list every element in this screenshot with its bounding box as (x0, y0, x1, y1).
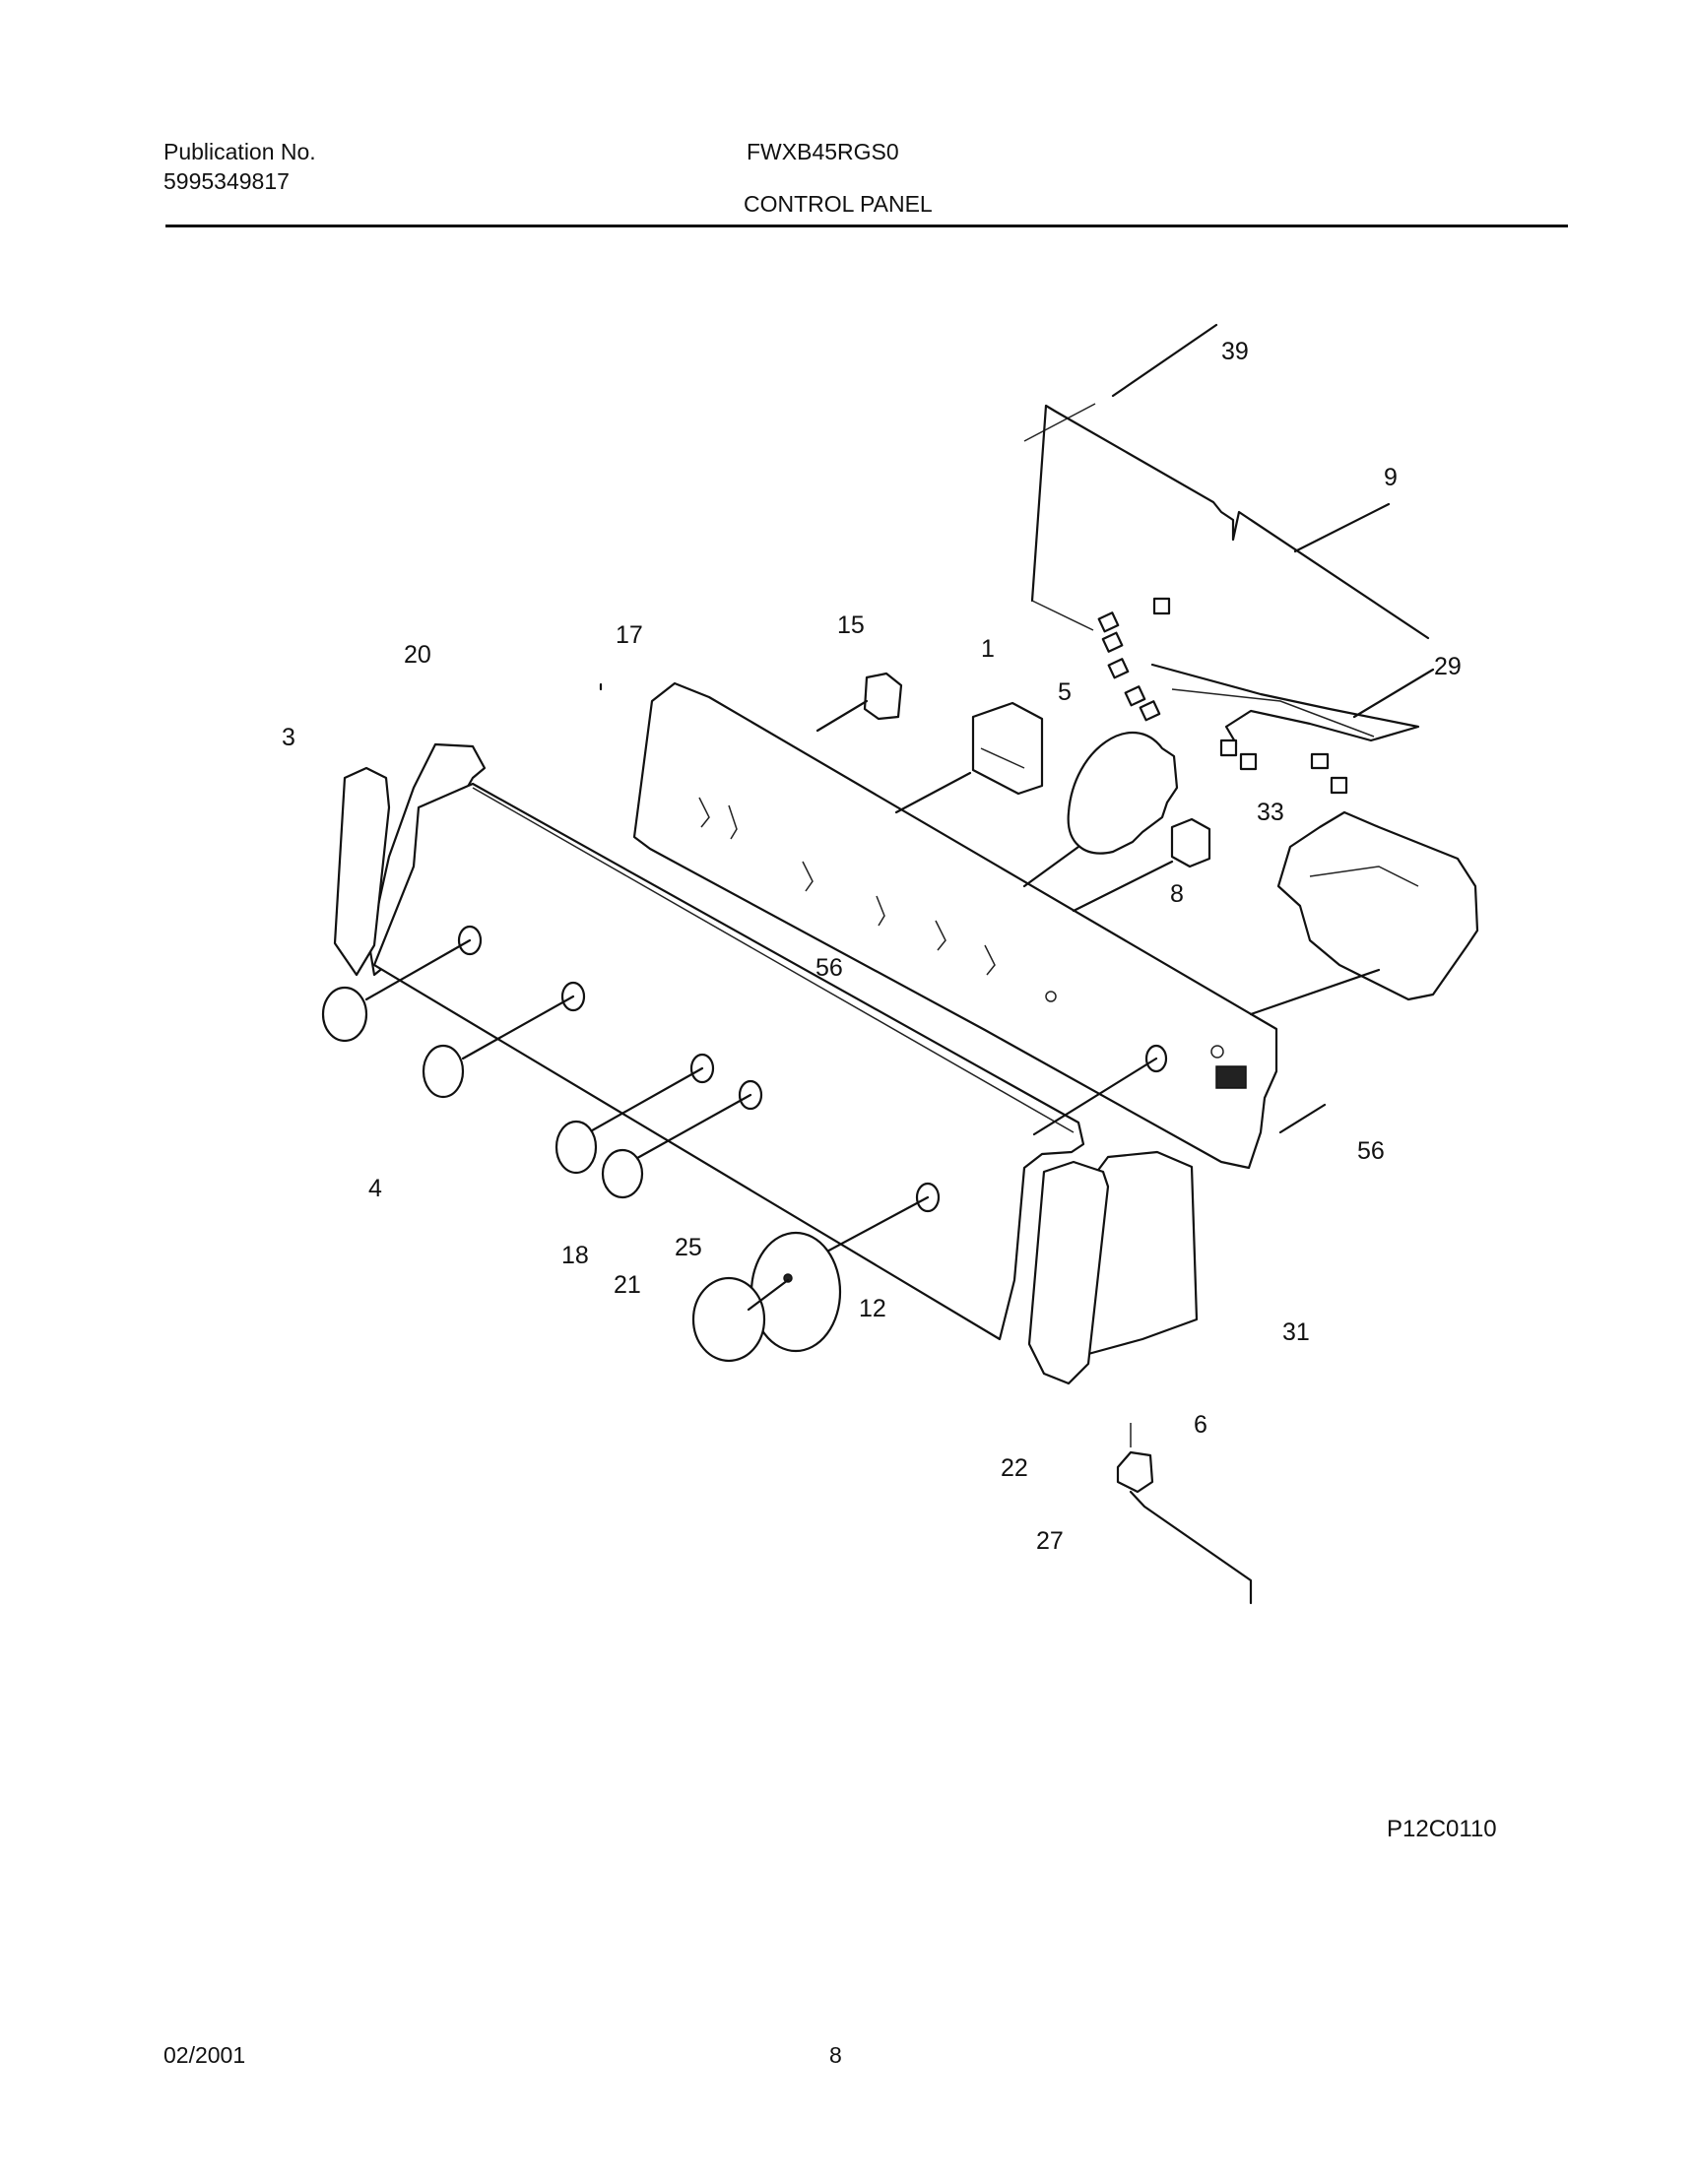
callout-3: 3 (282, 724, 295, 751)
endcap-3 (333, 766, 391, 977)
endcap-31 (1086, 1150, 1199, 1356)
knob-1 (321, 986, 368, 1043)
drawing-code: P12C0110 (1387, 1816, 1497, 1842)
callout-21: 21 (614, 1271, 641, 1299)
motor-33 (1276, 810, 1479, 1001)
callout-27: 27 (1036, 1527, 1064, 1555)
part-6 (1116, 1450, 1154, 1494)
component-1-timer (971, 701, 1044, 796)
callout-20: 20 (404, 641, 431, 669)
section-title: CONTROL PANEL (744, 191, 933, 217)
header-rule (165, 225, 1568, 227)
callout-9: 9 (1384, 464, 1398, 491)
callout-31: 31 (1282, 1318, 1310, 1346)
callout-4: 4 (368, 1175, 382, 1202)
footer-page-number: 8 (829, 2042, 842, 2068)
endcap-31-trim (1027, 1160, 1110, 1385)
callout-12: 12 (859, 1295, 886, 1322)
part-27-leader (1129, 1490, 1253, 1605)
wire-harness-29 (1150, 663, 1420, 745)
callout-15: 15 (837, 611, 865, 639)
knob-4 (601, 1148, 644, 1199)
knob-timer-21 (691, 1276, 766, 1363)
console-12 (372, 782, 1085, 1341)
publication-number: 5995349817 (163, 168, 290, 194)
publication-label: Publication No. (163, 139, 316, 164)
callout-56-right: 56 (1357, 1137, 1385, 1165)
model-number: FWXB45RGS0 (747, 139, 899, 164)
callout-56-center: 56 (815, 954, 843, 982)
leader-29 (1352, 668, 1435, 719)
knob-3 (554, 1120, 598, 1175)
callout-1: 1 (981, 635, 995, 663)
callout-29: 29 (1434, 653, 1462, 680)
footer-date: 02/2001 (163, 2042, 246, 2068)
callout-22: 22 (1001, 1454, 1028, 1482)
leader-9 (1293, 502, 1391, 553)
rear-panel-9 (1030, 404, 1430, 640)
callout-18: 18 (561, 1242, 589, 1269)
console-back-panel-17 (632, 681, 1278, 1170)
component-8 (1170, 817, 1211, 868)
callout-8: 8 (1170, 880, 1184, 908)
leader-39 (1111, 323, 1218, 398)
component-15 (863, 672, 903, 721)
callout-39: 39 (1221, 338, 1249, 365)
callout-6: 6 (1194, 1411, 1207, 1439)
callout-17: 17 (616, 621, 643, 649)
switch-pegs (698, 797, 996, 976)
callout-5: 5 (1058, 678, 1072, 706)
knob-timer-disc-25 (750, 1231, 842, 1353)
component-5 (1067, 731, 1179, 855)
callout-25: 25 (675, 1234, 702, 1261)
callout-33: 33 (1257, 799, 1284, 826)
knob-2 (422, 1044, 465, 1099)
